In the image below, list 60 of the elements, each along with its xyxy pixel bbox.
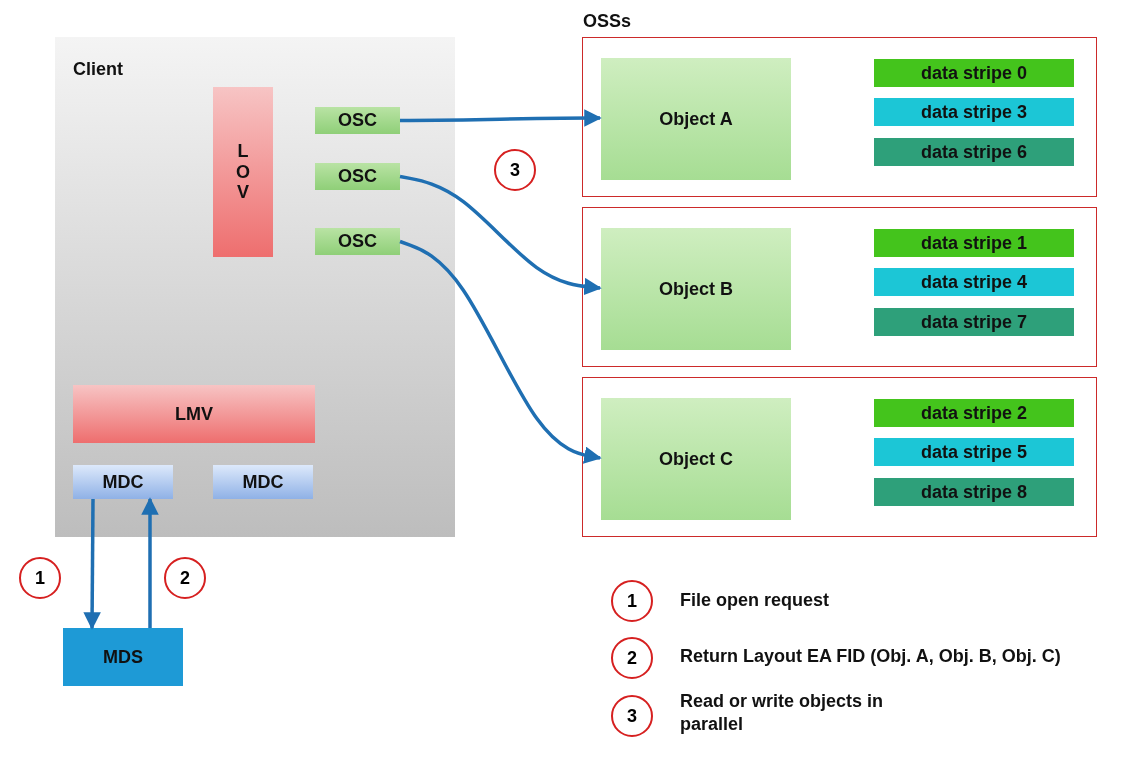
client-panel (55, 37, 455, 537)
layer-box (73, 385, 315, 443)
box-label: MDS (103, 646, 143, 668)
box-label: data stripe 7 (920, 311, 1027, 333)
vertical-label: LOV (235, 140, 251, 204)
stripe-bar (874, 229, 1074, 257)
stripe-bar (874, 59, 1074, 87)
box-label: data stripe 0 (920, 62, 1027, 84)
step-number: 2 (611, 637, 653, 679)
step-number: 2 (164, 557, 206, 599)
client-module-box (315, 107, 400, 134)
stripe-bar (874, 478, 1074, 506)
box-label: Client (73, 59, 123, 80)
box-label: data stripe 1 (920, 232, 1027, 254)
box-label: data stripe 8 (920, 481, 1027, 503)
legend-text: Read or write objects in parallel (680, 690, 885, 737)
step-number: 3 (494, 149, 536, 191)
box-label: data stripe 5 (920, 441, 1027, 463)
arrow (83, 499, 101, 630)
group-heading: OSSs (583, 10, 632, 33)
stripe-bar (874, 399, 1074, 427)
arrow (400, 109, 602, 127)
server-box (63, 628, 183, 686)
box-label: Object A (659, 108, 733, 130)
box-label: OSC (338, 231, 377, 252)
box-label: MDC (242, 471, 284, 493)
client-module-box (315, 163, 400, 190)
stripe-bar (874, 138, 1074, 166)
box-label: OSC (338, 110, 377, 131)
stripe-bar (874, 268, 1074, 296)
step-number: 1 (19, 557, 61, 599)
legend-text: File open request (680, 589, 831, 612)
stripe-bar (874, 438, 1074, 466)
box-label: data stripe 4 (920, 271, 1027, 293)
client-module-box (73, 465, 173, 499)
client-module-box (213, 465, 313, 499)
object-box (601, 228, 791, 350)
arrow (399, 239, 602, 464)
object-box (601, 398, 791, 520)
server-panel (582, 37, 1097, 197)
box-label: MDC (102, 471, 144, 493)
step-number: 3 (611, 695, 653, 737)
stripe-bar (874, 308, 1074, 336)
arrow (399, 174, 602, 296)
arrow (141, 497, 159, 628)
box-label: Object C (659, 448, 733, 470)
box-label: data stripe 6 (920, 141, 1027, 163)
server-panel (582, 377, 1097, 537)
box-label: data stripe 3 (920, 101, 1027, 123)
layer-box (213, 87, 273, 257)
box-label: LMV (175, 403, 213, 425)
box-label: Object B (659, 278, 733, 300)
object-box (601, 58, 791, 180)
legend-text: Return Layout EA FID (Obj. A, Obj. B, Obj. C) (680, 645, 1062, 668)
box-label: OSC (338, 166, 377, 187)
step-number: 1 (611, 580, 653, 622)
server-panel (582, 207, 1097, 367)
box-label: data stripe 2 (920, 402, 1027, 424)
stripe-bar (874, 98, 1074, 126)
client-module-box (315, 228, 400, 255)
